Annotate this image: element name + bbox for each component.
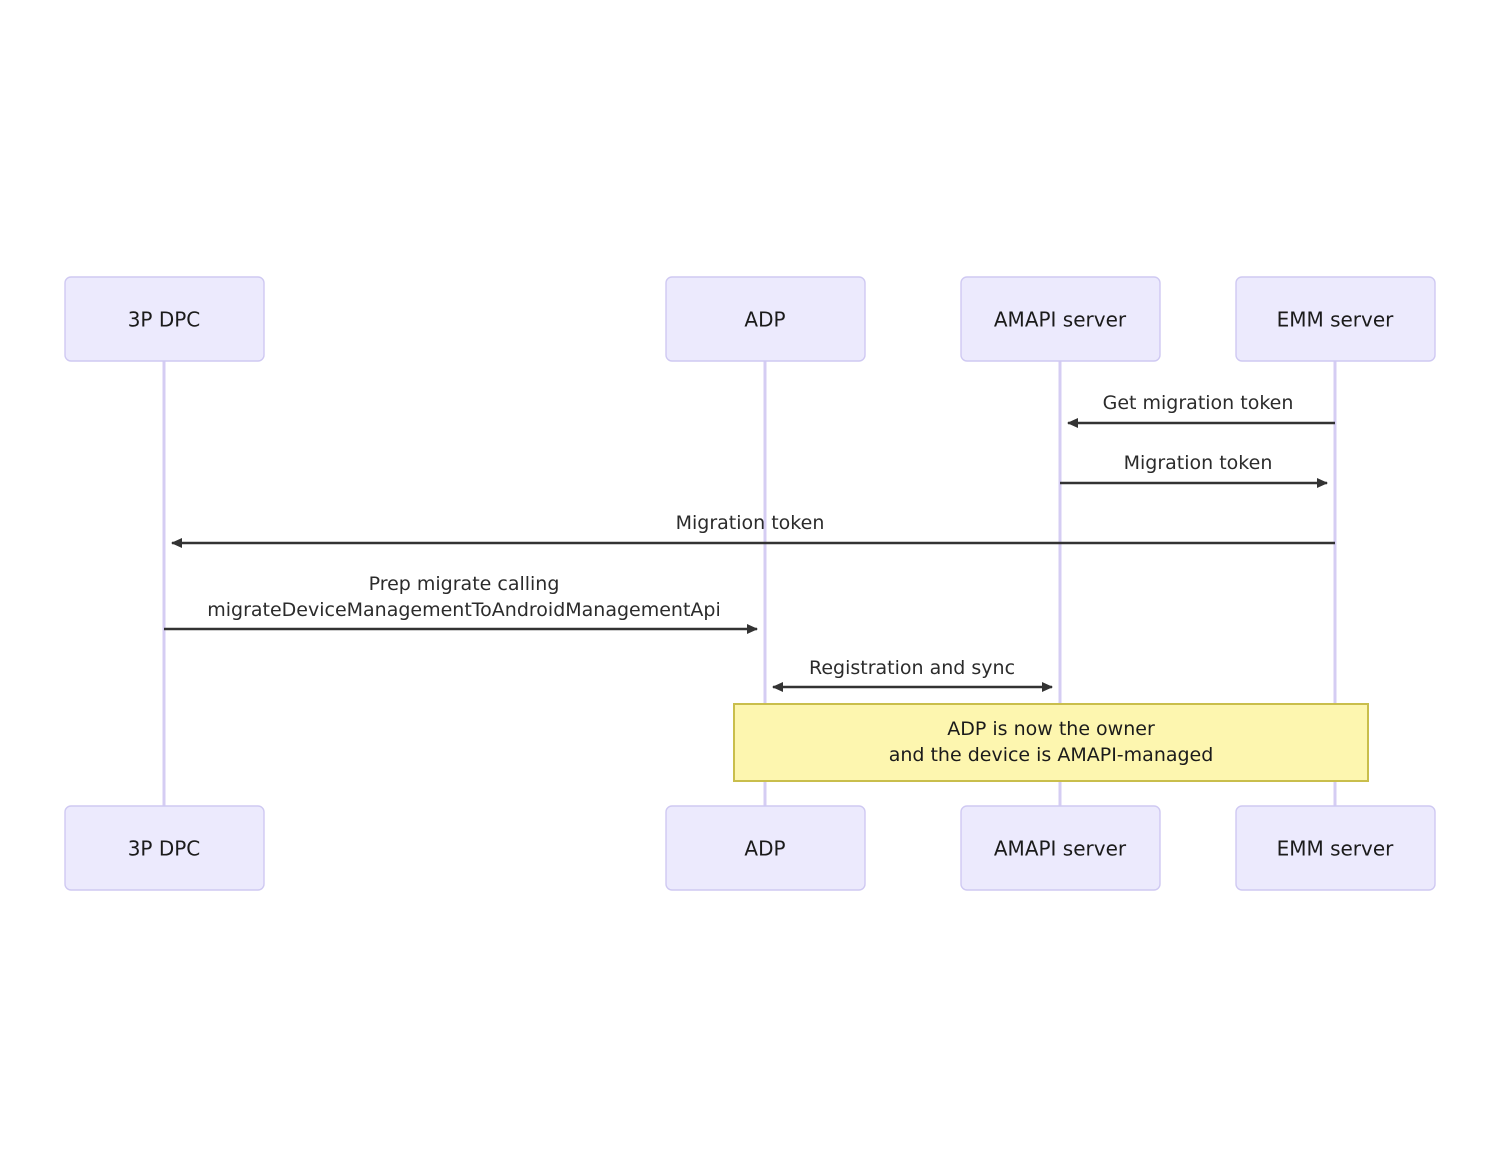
note-box-adp-owner <box>733 703 1369 782</box>
participant-label-amapi-bottom: AMAPI server <box>994 837 1127 861</box>
message-registration-and-sync[interactable]: Registration and sync <box>772 657 1053 692</box>
message-prep-migrate[interactable]: Prep migrate calling migrateDeviceManage… <box>164 573 758 634</box>
participant-amapi-top[interactable]: AMAPI server <box>960 276 1161 362</box>
participant-label-dpc-bottom: 3P DPC <box>128 837 201 861</box>
participant-box-adp-bottom[interactable] <box>665 805 866 891</box>
participant-box-emm-top[interactable] <box>1235 276 1436 362</box>
participant-label-adp-top: ADP <box>744 308 785 332</box>
participant-box-emm-bottom[interactable] <box>1235 805 1436 891</box>
participant-box-dpc-bottom[interactable] <box>64 805 265 891</box>
message-label-get-migration-token: Get migration token <box>1103 392 1294 414</box>
participant-emm-bottom[interactable]: EMM server <box>1235 805 1436 891</box>
message-migration-token-to-dpc[interactable]: Migration token <box>171 512 1335 548</box>
participant-dpc-top[interactable]: 3P DPC <box>64 276 265 362</box>
message-label-registration-and-sync: Registration and sync <box>809 657 1015 679</box>
message-label-migration-token-to-emm: Migration token <box>1124 452 1273 474</box>
participant-adp-top[interactable]: ADP <box>665 276 866 362</box>
message-label-migration-token-to-dpc: Migration token <box>676 512 825 534</box>
note-text-line1: ADP is now the owner <box>947 718 1155 740</box>
message-migration-token-to-emm[interactable]: Migration token <box>1060 452 1328 488</box>
participant-amapi-bottom[interactable]: AMAPI server <box>960 805 1161 891</box>
message-label-prep-migrate-line2: migrateDeviceManagementToAndroidManageme… <box>207 599 721 621</box>
message-get-migration-token[interactable]: Get migration token <box>1067 392 1335 428</box>
participant-box-dpc-top[interactable] <box>64 276 265 362</box>
messages: Get migration token Migration token Migr… <box>164 392 1335 692</box>
participant-dpc-bottom[interactable]: 3P DPC <box>64 805 265 891</box>
participant-label-dpc-top: 3P DPC <box>128 308 201 332</box>
participant-box-adp-top[interactable] <box>665 276 866 362</box>
participant-box-amapi-bottom[interactable] <box>960 805 1161 891</box>
message-label-prep-migrate-line1: Prep migrate calling <box>369 573 560 595</box>
participant-label-emm-bottom: EMM server <box>1277 837 1395 861</box>
participants-top: 3P DPC ADP AMAPI server EMM server <box>64 276 1436 362</box>
note-adp-owner: ADP is now the owner and the device is A… <box>733 703 1369 782</box>
participant-emm-top[interactable]: EMM server <box>1235 276 1436 362</box>
participant-label-emm-top: EMM server <box>1277 308 1395 332</box>
participant-box-amapi-top[interactable] <box>960 276 1161 362</box>
note-text-line2: and the device is AMAPI-managed <box>889 744 1214 766</box>
participant-adp-bottom[interactable]: ADP <box>665 805 866 891</box>
participants-bottom: 3P DPC ADP AMAPI server EMM server <box>64 805 1436 891</box>
participant-label-amapi-top: AMAPI server <box>994 308 1127 332</box>
participant-label-adp-bottom: ADP <box>744 837 785 861</box>
